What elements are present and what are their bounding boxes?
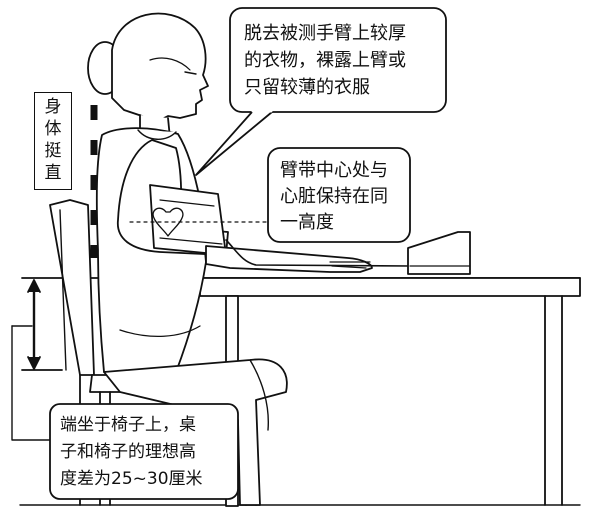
posture-char-4: 直 xyxy=(44,163,62,183)
cuff-heart-line-3: 一高度 xyxy=(280,212,334,233)
posture-char-1: 身 xyxy=(44,97,62,117)
remove-clothes-text: 脱去被测手臂上较厚 的衣物，裸露上臂或 只留较薄的衣服 xyxy=(244,20,406,101)
cuff-heart-line-1: 臂带中心处与 xyxy=(280,160,388,181)
monitor-device xyxy=(407,231,471,275)
cuff-heart-line-2: 心脏保持在同 xyxy=(280,186,388,207)
remove-clothes-line-3: 只留较薄的衣服 xyxy=(244,77,370,98)
callout-cuff-heart xyxy=(267,147,411,243)
seat-table-text: 端坐于椅子上，桌 子和椅子的理想高 度差为25~30厘米 xyxy=(60,412,203,493)
posture-label: 身 体 挺 直 xyxy=(35,96,71,184)
remove-clothes-line-1: 脱去被测手臂上较厚 xyxy=(244,23,406,44)
seat-table-line-2: 子和椅子的理想高 xyxy=(60,442,196,462)
callout-seat-table xyxy=(49,403,239,500)
posture-char-2: 体 xyxy=(44,119,62,139)
seat-table-line-3: 度差为25~30厘米 xyxy=(60,469,203,489)
remove-clothes-line-2: 的衣物，裸露上臂或 xyxy=(244,50,406,71)
posture-label-box: 身 体 挺 直 xyxy=(34,92,72,190)
height-marker xyxy=(11,279,63,441)
woman-figure xyxy=(87,12,471,506)
cuff-heart-text: 臂带中心处与 心脏保持在同 一高度 xyxy=(280,158,388,236)
posture-char-3: 挺 xyxy=(44,141,62,161)
callout-remove-clothes xyxy=(195,7,447,176)
seat-table-line-1: 端坐于椅子上，桌 xyxy=(60,415,196,435)
